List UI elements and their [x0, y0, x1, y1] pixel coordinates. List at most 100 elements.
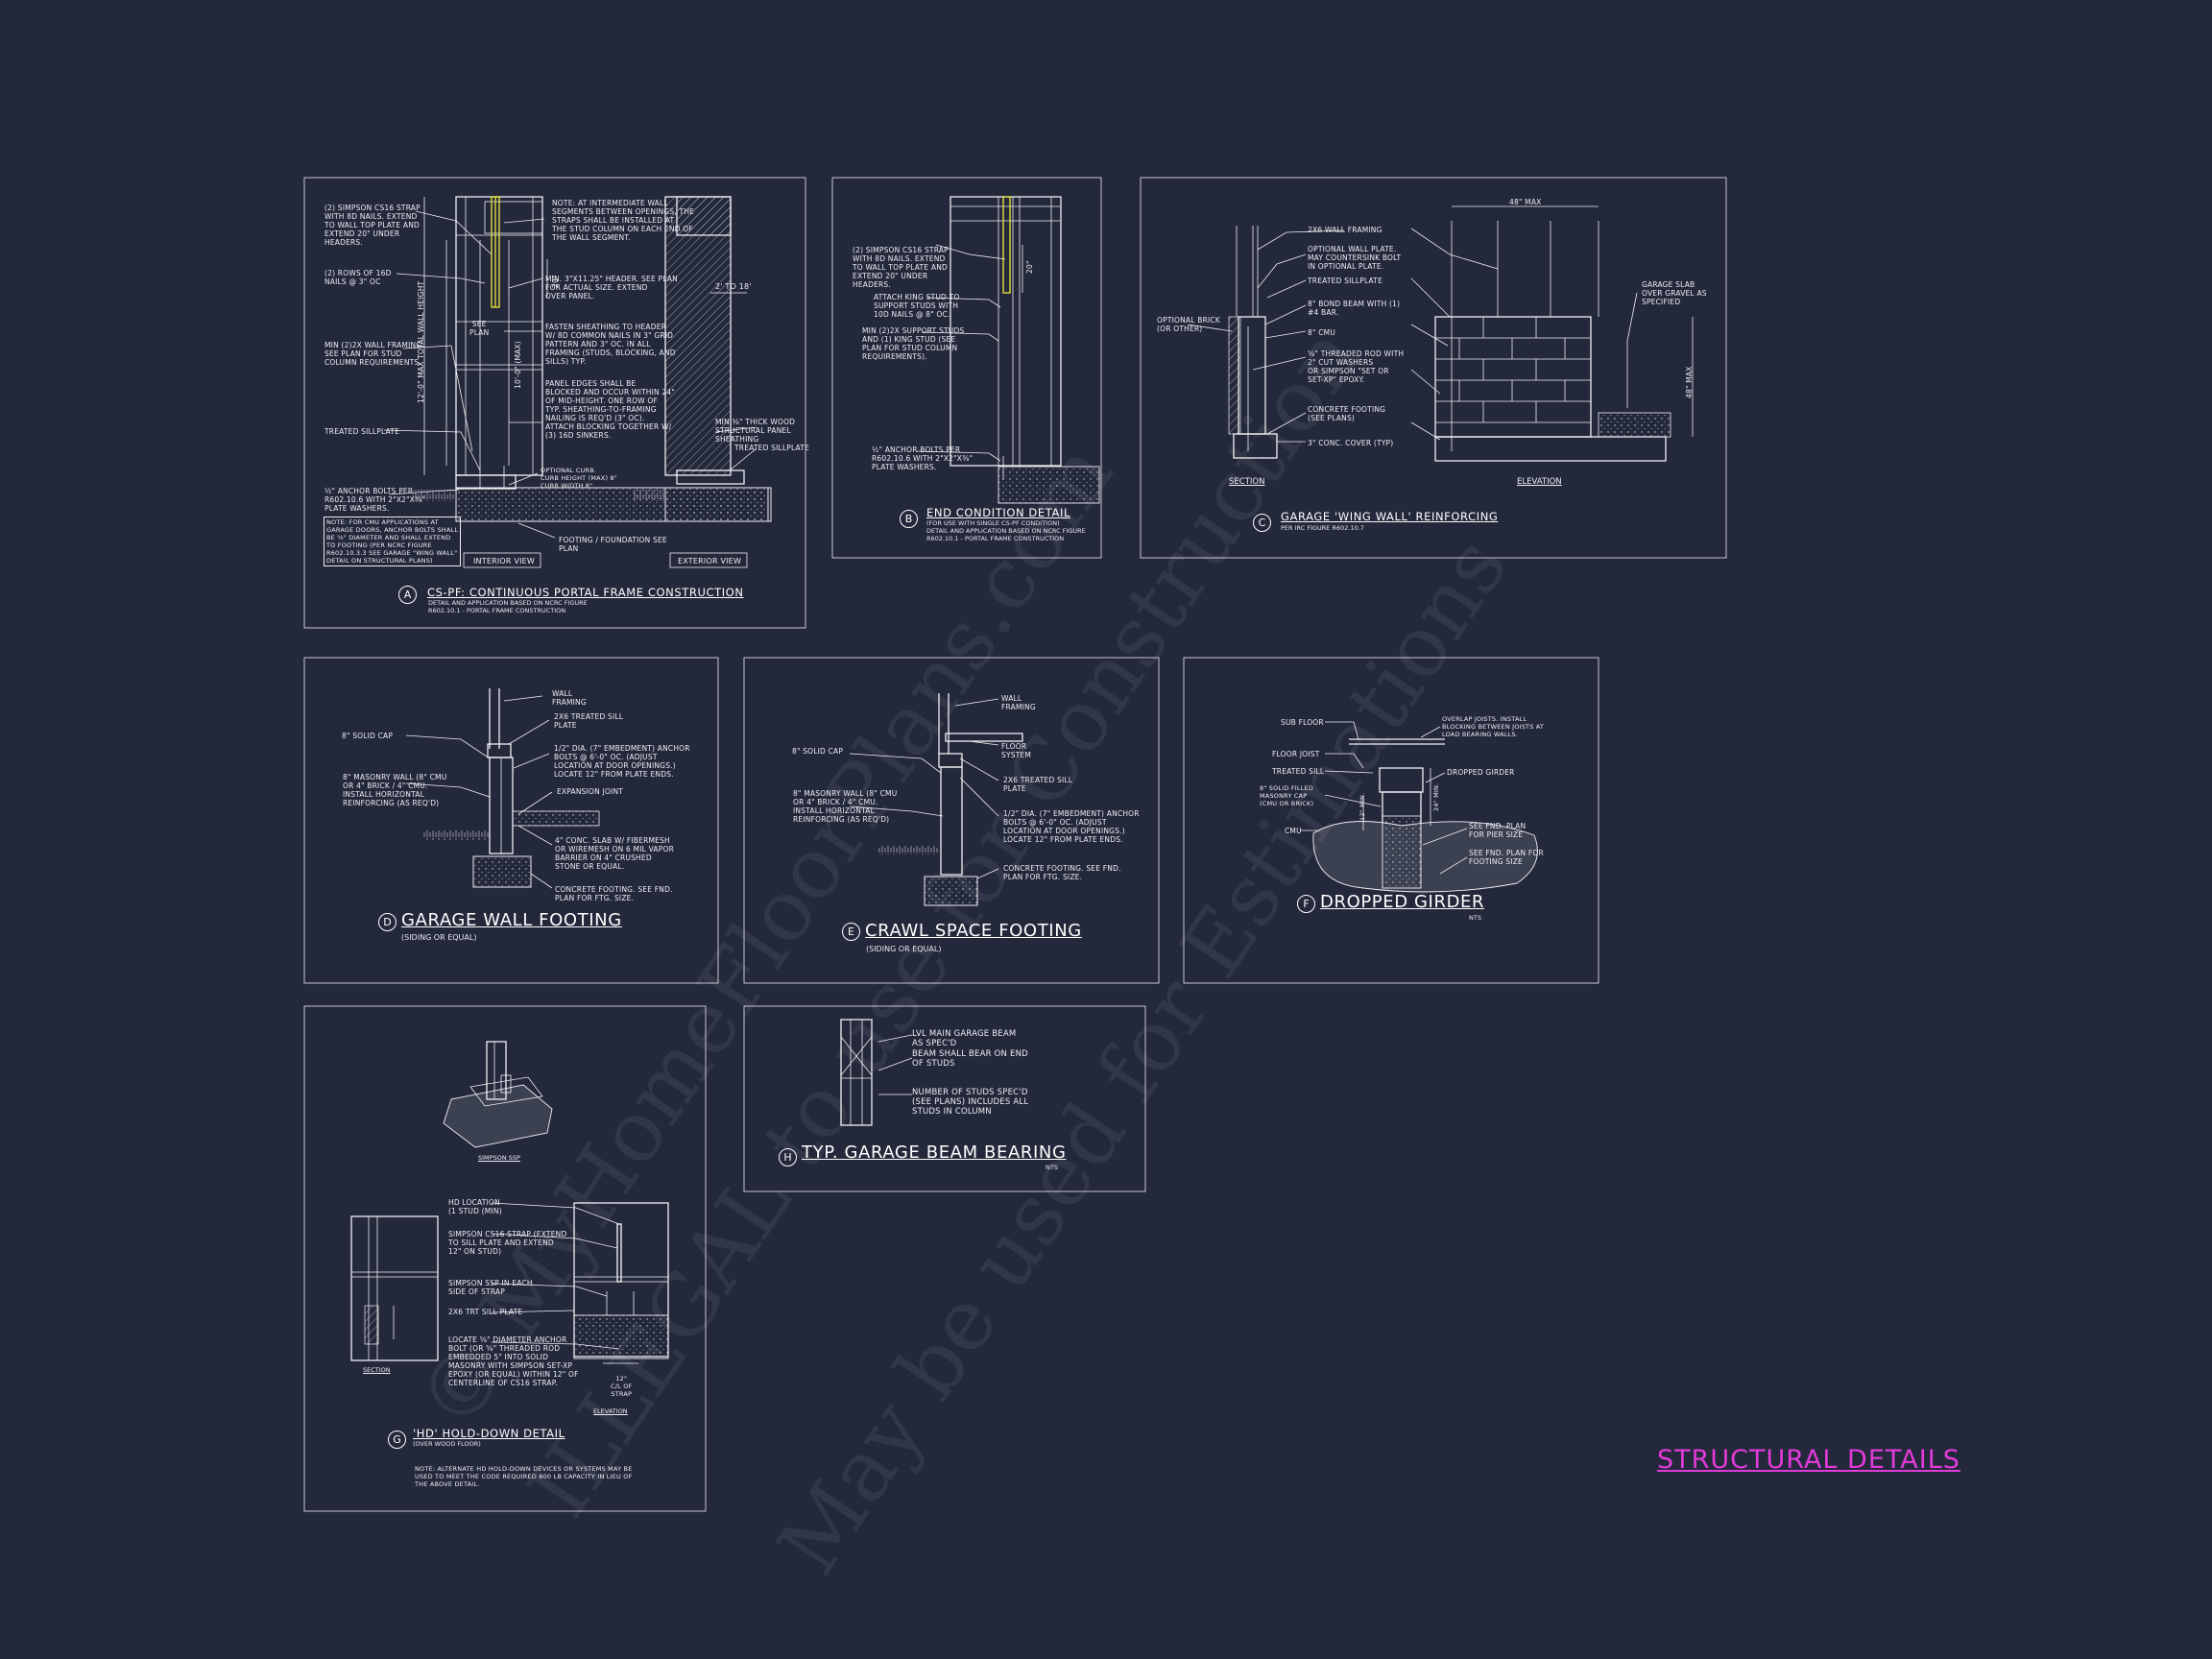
note-d-slab: 4" CONC. SLAB w/ FIBERMESH OR WIREMESH O… [555, 836, 674, 871]
detail-e-drawing [849, 693, 1023, 906]
note-a-panel: PANEL EDGES SHALL BE BLOCKED AND OCCUR W… [545, 379, 676, 440]
note-d-footing: CONCRETE FOOTING. SEE FND. PLAN FOR FTG.… [555, 885, 673, 902]
note-d-cap: 8" SOLID CAP [342, 732, 394, 740]
note-a-see-plan: SEE PLAN [469, 320, 490, 337]
note-e-masonry: 8" MASONRY WALL (8" CMU OR 4" BRICK / 4"… [793, 789, 898, 824]
note-a-treated: TREATED SILLPLATE [734, 444, 810, 452]
panel-f [1183, 657, 1599, 984]
tag-d: D [378, 913, 397, 931]
title-f: DROPPED GIRDER [1320, 892, 1485, 912]
panel-c [1140, 177, 1727, 559]
dim-a-2to18: 2' TO 18' [715, 282, 752, 291]
subtitle-d: (SIDING OR EQUAL) [401, 933, 477, 942]
note-h-bear: BEAM SHALL BEAR ON END OF STUDS [912, 1049, 1028, 1069]
dim-c-48: 48" MAX [1509, 198, 1542, 206]
subtitle-g: (OVER WOOD FLOOR) [413, 1440, 481, 1448]
detail-g-drawing [350, 1041, 669, 1364]
tag-f: F [1297, 895, 1315, 913]
title-c: GARAGE 'WING WALL' REINFORCING [1281, 510, 1499, 523]
detail-a-drawing [383, 196, 772, 568]
note-d-anchor: 1/2" DIA. (7" EMBEDMENT) ANCHOR BOLTS @ … [554, 744, 690, 779]
subtitle-f: NTS [1469, 914, 1481, 922]
note-d-sill: 2x6 TREATED SILL PLATE [554, 712, 624, 730]
title-a: CS-PF: CONTINUOUS PORTAL FRAME CONSTRUCT… [427, 586, 744, 599]
note-g-hd: HD LOCATION (1 STUD (MIN) [448, 1198, 502, 1215]
panel-e [743, 657, 1160, 984]
note-c-plate: OPTIONAL WALL PLATE. MAY COUNTERSINK BOL… [1308, 245, 1402, 271]
note-d-joint: EXPANSION JOINT [557, 787, 624, 796]
subtitle-c: PER IRC FIGURE R602.10.7 [1281, 524, 1364, 532]
note-f-overlap: OVERLAP JOISTS. INSTALL BLOCKING BETWEEN… [1442, 715, 1545, 738]
note-c-brick: OPTIONAL BRICK (OR OTHER) [1157, 316, 1220, 333]
note-c-framing: 2x6 WALL FRAMING [1308, 226, 1382, 234]
note-b-strap: (2) SIMPSON CS16 STRAP WITH 8d NAILS. EX… [853, 246, 949, 289]
note-a-nails: (2) ROWS OF 16d NAILS @ 3" OC [325, 269, 392, 286]
dim-a-20: 20" [551, 275, 560, 288]
note-a-intermediate: NOTE: AT INTERMEDIATE WALL SEGMENTS BETW… [552, 199, 695, 242]
label-c-section: SECTION [1229, 477, 1265, 487]
subtitle-a: DETAIL AND APPLICATION BASED ON NCRC FIG… [428, 599, 588, 614]
panel-d [303, 657, 719, 984]
note-g-alternate: NOTE: ALTERNATE HD HOLD-DOWN DEVICES OR … [415, 1465, 633, 1488]
title-b: END CONDITION DETAIL [926, 506, 1070, 519]
note-c-slab: GARAGE SLAB OVER GRAVEL AS SPECIFIED [1642, 280, 1707, 306]
note-f-girder: DROPPED GIRDER [1447, 768, 1515, 777]
note-f-cap: 8" SOLID FILLED MASONRY CAP (CMU OR BRIC… [1260, 784, 1314, 807]
note-e-framing: WALL FRAMING [1001, 694, 1036, 711]
note-f-cmu: CMU [1285, 827, 1302, 835]
subtitle-h: NTS [1046, 1164, 1058, 1171]
note-g-anchor: LOCATE ⅝" DIAMETER ANCHOR BOLT (OR ⅝" TH… [448, 1335, 579, 1387]
detail-c-drawing [1187, 205, 1694, 462]
dim-a-max: 10'-0" (MAX) [514, 341, 522, 389]
note-a-anchor: ½" ANCHOR BOLTS PER R602.10.6 WITH 2"x2"… [325, 487, 426, 513]
note-a-osb: MIN ⅜" THICK WOOD STRUCTURAL PANEL SHEAT… [715, 418, 796, 444]
label-g-elevation: ELEVATION [593, 1407, 628, 1415]
note-e-sill: 2x6 TREATED SILL PLATE [1003, 776, 1073, 793]
note-a-fasten: FASTEN SHEATHING TO HEADER W/ 8d COMMON … [545, 323, 676, 366]
dim-a-height: 12'-0" MAX TOTAL WALL HEIGHT [417, 280, 425, 403]
panel-h [743, 1005, 1146, 1192]
note-a-curb: OPTIONAL CURB. CURB HEIGHT (MAX) 8" CURB… [541, 467, 617, 490]
note-f-subfloor: SUB FLOOR [1281, 718, 1324, 727]
tag-a: A [398, 586, 417, 604]
tag-e: E [842, 923, 860, 941]
detail-f-drawing [1301, 721, 1538, 893]
panel-g [303, 1005, 707, 1512]
note-f-sill: TREATED SILL [1272, 767, 1325, 776]
dim-c-48v: 48" MAX [1685, 366, 1694, 398]
note-f-joist: FLOOR JOIST [1272, 750, 1320, 758]
note-a-sillplate: TREATED SILLPLATE [325, 427, 400, 436]
title-e: CRAWL SPACE FOOTING [865, 921, 1082, 941]
note-e-floor: FLOOR SYSTEM [1001, 742, 1032, 759]
dim-g-strap: 12" C/L OF STRAP [611, 1375, 633, 1398]
note-c-sill: TREATED SILLPLATE [1308, 276, 1383, 285]
note-b-anchor: ½" ANCHOR BOLTS PER R602.10.6 WITH 2"x2"… [872, 445, 974, 471]
note-c-cmu: 8" CMU [1308, 328, 1336, 337]
detail-b-drawing [916, 196, 1100, 504]
note-e-footing: CONCRETE FOOTING. SEE FND. PLAN FOR FTG.… [1003, 864, 1121, 881]
note-a-header: MIN. 3"x11.25" HEADER. SEE PLAN FOR ACTU… [545, 275, 678, 301]
sheet-title: STRUCTURAL DETAILS [1657, 1445, 1960, 1475]
note-g-strap: SIMPSON CS16 STRAP (EXTEND TO SILL PLATE… [448, 1230, 567, 1256]
note-b-support: MIN (2)2X SUPPORT STUDS AND (1) KING STU… [862, 326, 965, 361]
detail-h-drawing [840, 1019, 913, 1126]
note-f-pier: SEE FND. PLAN FOR PIER SIZE [1469, 822, 1527, 839]
dim-f-12: 12" MIN. [1358, 792, 1366, 821]
note-c-rod: ⅝" THREADED ROD WITH 2" CUT WASHERS OR S… [1308, 349, 1405, 384]
note-h-studs: NUMBER OF STUDS SPEC'D (SEE PLANS) INCLU… [912, 1088, 1029, 1117]
note-a-strap: (2) SIMPSON CS16 STRAP WITH 8d NAILS. EX… [325, 204, 421, 247]
title-d: GARAGE WALL FOOTING [401, 910, 622, 930]
note-c-cover: 3" CONC. COVER (TYP) [1308, 439, 1394, 447]
label-c-elevation: ELEVATION [1517, 477, 1562, 487]
dim-b-20: 20" [1025, 260, 1034, 274]
tag-b: B [900, 510, 918, 528]
note-b-king: ATTACH KING STUD TO SUPPORT STUDS WITH 1… [874, 293, 960, 319]
note-a-cmu: NOTE: FOR CMU APPLICATIONS AT GARAGE DOO… [324, 517, 462, 566]
label-interior-view: INTERIOR VIEW [473, 557, 535, 565]
note-e-anchor: 1/2" DIA. (7" EMBEDMENT) ANCHOR BOLTS @ … [1003, 809, 1140, 844]
note-e-cap: 8" SOLID CAP [792, 747, 844, 756]
note-d-framing: WALL FRAMING [552, 689, 587, 707]
tag-h: H [779, 1148, 797, 1166]
note-c-footing: CONCRETE FOOTING (SEE PLANS) [1308, 405, 1386, 422]
